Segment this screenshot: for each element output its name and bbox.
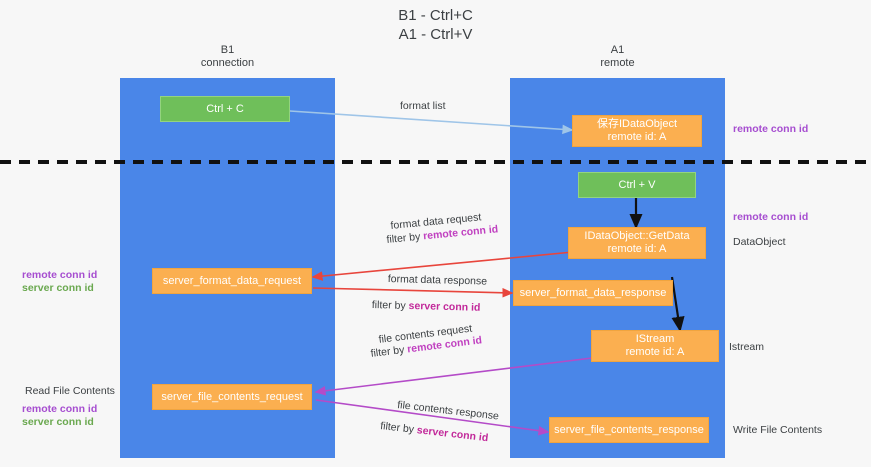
- annotation-left-read-file-contents: Read File Contents: [25, 385, 115, 397]
- filter-prefix: filter by: [379, 420, 418, 437]
- filter-prefix: filter by: [386, 230, 424, 246]
- column-header-left: B1 connection: [120, 44, 335, 70]
- node-ctrl-v[interactable]: Ctrl + V: [578, 172, 696, 198]
- node-server-format-data-response[interactable]: server_format_data_response: [513, 280, 673, 306]
- filter-key-server-conn-id: server conn id: [408, 299, 481, 314]
- node-ctrl-c-label: Ctrl + C: [206, 102, 244, 115]
- annotation-right-write-file-contents: Write File Contents: [733, 424, 823, 436]
- node-server-file-contents-request-label: server_file_contents_request: [161, 390, 303, 403]
- node-ctrl-v-label: Ctrl + V: [618, 178, 656, 191]
- edge-label-format-list: format list: [400, 100, 446, 112]
- node-server-format-data-request-label: server_format_data_request: [162, 274, 302, 287]
- annotation-left-server-conn-id-bottom: server conn id: [22, 416, 94, 428]
- annotation-left-remote-conn-id-mid: remote conn id: [22, 269, 98, 281]
- annotation-left-server-conn-id-mid: server conn id: [22, 282, 94, 294]
- phase-divider: [0, 160, 871, 164]
- node-server-format-data-request[interactable]: server_format_data_request: [152, 268, 312, 294]
- title-line-1: B1 - Ctrl+C: [398, 7, 473, 24]
- arrow-format-data-response: [312, 287, 514, 298]
- annotation-right-istream: Istream: [729, 341, 765, 353]
- annotation-right-remote-conn-id-mid: remote conn id: [733, 211, 809, 223]
- filter-prefix: filter by: [371, 299, 409, 312]
- edge-label-format-data-response-filter: filter by server conn id: [372, 299, 481, 315]
- node-idataobject-getdata-line1: IDataObject::GetData: [584, 230, 690, 242]
- node-istream[interactable]: IStream remote id: A: [591, 330, 719, 362]
- column-header-right: A1 remote: [510, 44, 725, 70]
- node-ctrl-c[interactable]: Ctrl + C: [160, 96, 290, 122]
- page-title: B1 - Ctrl+C A1 - Ctrl+V: [0, 6, 871, 44]
- node-save-idataobject[interactable]: 保存IDataObject remote id: A: [572, 115, 702, 147]
- title-line-2: A1 - Ctrl+V: [398, 26, 473, 43]
- node-istream-line2: remote id: A: [625, 346, 685, 358]
- edge-label-file-contents-response-filter: filter by server conn id: [380, 420, 489, 445]
- node-save-idataobject-line1: 保存IDataObject: [596, 118, 678, 130]
- edge-label-file-contents-response: file contents response: [396, 399, 500, 423]
- column-header-left-name: B1: [220, 44, 235, 56]
- node-idataobject-getdata[interactable]: IDataObject::GetData remote id: A: [568, 227, 706, 259]
- node-save-idataobject-line2: remote id: A: [607, 131, 667, 143]
- annotation-right-dataobject: DataObject: [733, 236, 786, 248]
- node-server-format-data-response-label: server_format_data_response: [519, 286, 667, 299]
- edge-label-format-data-response: format data response: [387, 273, 488, 288]
- annotation-right-remote-conn-id-top: remote conn id: [733, 123, 809, 135]
- node-server-file-contents-request[interactable]: server_file_contents_request: [152, 384, 312, 410]
- column-header-right-role: remote: [600, 57, 635, 69]
- node-server-file-contents-response[interactable]: server_file_contents_response: [549, 417, 709, 443]
- column-header-right-name: A1: [610, 44, 625, 56]
- node-server-file-contents-response-label: server_file_contents_response: [554, 423, 704, 436]
- node-idataobject-getdata-line2: remote id: A: [607, 243, 667, 255]
- filter-key-server-conn-id: server conn id: [416, 424, 489, 445]
- annotation-left-remote-conn-id-bottom: remote conn id: [22, 403, 98, 415]
- node-istream-line1: IStream: [635, 333, 675, 345]
- filter-prefix: filter by: [370, 343, 408, 360]
- column-header-left-role: connection: [200, 57, 255, 69]
